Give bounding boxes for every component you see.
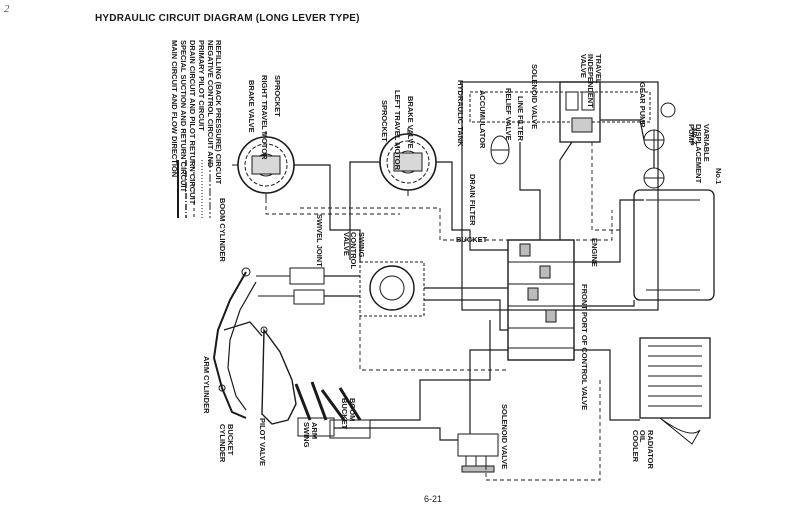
- swing-control-valve-label: SWING CONTROL VALVE: [342, 232, 366, 269]
- drain-filter-label: DRAIN FILTER: [468, 174, 477, 226]
- legend-entry-suction: SPECIAL SUCTION AND RETURN CIRCUIT: [179, 40, 188, 193]
- solenoid-valve-top-label: SOLENOID VALVE: [530, 64, 539, 130]
- boom-cylinder-symbol: [256, 267, 325, 305]
- accumulator-label: ACCUMULATOR: [478, 90, 487, 149]
- bucket-port-label: BUCKET: [456, 235, 488, 244]
- boom-cylinder-label: BOOM CYLINDER: [218, 198, 227, 262]
- solenoid-valve-bottom-label: SOLENOID VALVE: [500, 404, 509, 470]
- excavator-linkage: [212, 267, 297, 425]
- drain-lines: [265, 142, 620, 481]
- control-valve-block: [507, 239, 575, 361]
- pilot-valve-levers: [294, 381, 371, 439]
- page-title: HYDRAULIC CIRCUIT DIAGRAM (LONG LEVER TY…: [95, 13, 360, 24]
- relief-valve-label: RELIEF VALVE: [504, 88, 513, 141]
- engine-label: ENGINE: [590, 238, 599, 267]
- page-mark: 2: [4, 3, 10, 15]
- legend-entry-drain: DRAIN CIRCUIT AND PILOT RETURN CIRCUIT: [188, 40, 197, 205]
- variable-pump-label: VARIABLE DISPLACEMENT PUMP: [687, 124, 711, 184]
- brake-valve-right-label: BRAKE VALVE: [247, 80, 256, 133]
- arm-swing-label: ARM SWING: [302, 422, 320, 448]
- sprocket-right-label: SPROCKET: [273, 75, 282, 117]
- pump-symbols: [643, 102, 676, 189]
- solenoid-valve-bottom-symbol: [457, 433, 499, 473]
- pipework: [294, 119, 655, 441]
- legend-entry-negative: NEGATIVE CONTROL CIRCUIT AND: [206, 40, 215, 168]
- legend-line-samples: [177, 160, 211, 218]
- page-number: 6-21: [424, 494, 443, 504]
- swivel-joint-label: SWIVEL JOINT: [315, 214, 324, 267]
- bucket-cylinder-label: BUCKET CYLINDER: [218, 424, 236, 463]
- legend-entry-main: MAIN CIRCUIT AND FLOW DIRECTION: [170, 40, 179, 178]
- gear-pump-label: GEAR PUMP: [638, 82, 647, 128]
- radiator-oil-cooler-symbol: [639, 337, 711, 445]
- right-travel-motor-symbol: [232, 131, 300, 199]
- arm-cylinder-label: ARM CYLINDER: [202, 356, 211, 414]
- brake-valve-left-label: BRAKE VALVE: [406, 96, 415, 149]
- hydraulic-tank-label: HYDRAULIC TANK: [456, 80, 465, 147]
- pump-no1-label: No.1: [714, 168, 723, 185]
- control-valve-label: FRONT PORT OF CONTROL VALVE: [580, 284, 589, 411]
- boom-bucket-label: BOOM BUCKET: [340, 398, 358, 430]
- accumulator-symbol: [490, 135, 510, 165]
- left-travel-motor-label: LEFT TRAVEL MOTOR: [393, 90, 402, 170]
- radiator-oil-cooler-label: RADIATOR OIL COOLER: [631, 430, 655, 469]
- swivel-joint-symbol: [359, 261, 425, 317]
- sprocket-left-label: SPROCKET: [380, 100, 389, 142]
- legend-entry-refilling: REFILLING (BACK PRESSURE) CIRCUIT: [214, 40, 223, 185]
- pilot-valve-label: PILOT VALVE: [258, 418, 267, 467]
- legend-entry-pilot: PRIMARY PILOT CIRCUIT: [197, 40, 206, 131]
- travel-independent-valve-label: TRAVEL INDEPENDENT VALVE: [579, 54, 603, 108]
- line-filter-label: LINE FILTER: [516, 96, 525, 141]
- right-travel-motor-label: RIGHT TRAVEL MOTOR: [260, 75, 269, 160]
